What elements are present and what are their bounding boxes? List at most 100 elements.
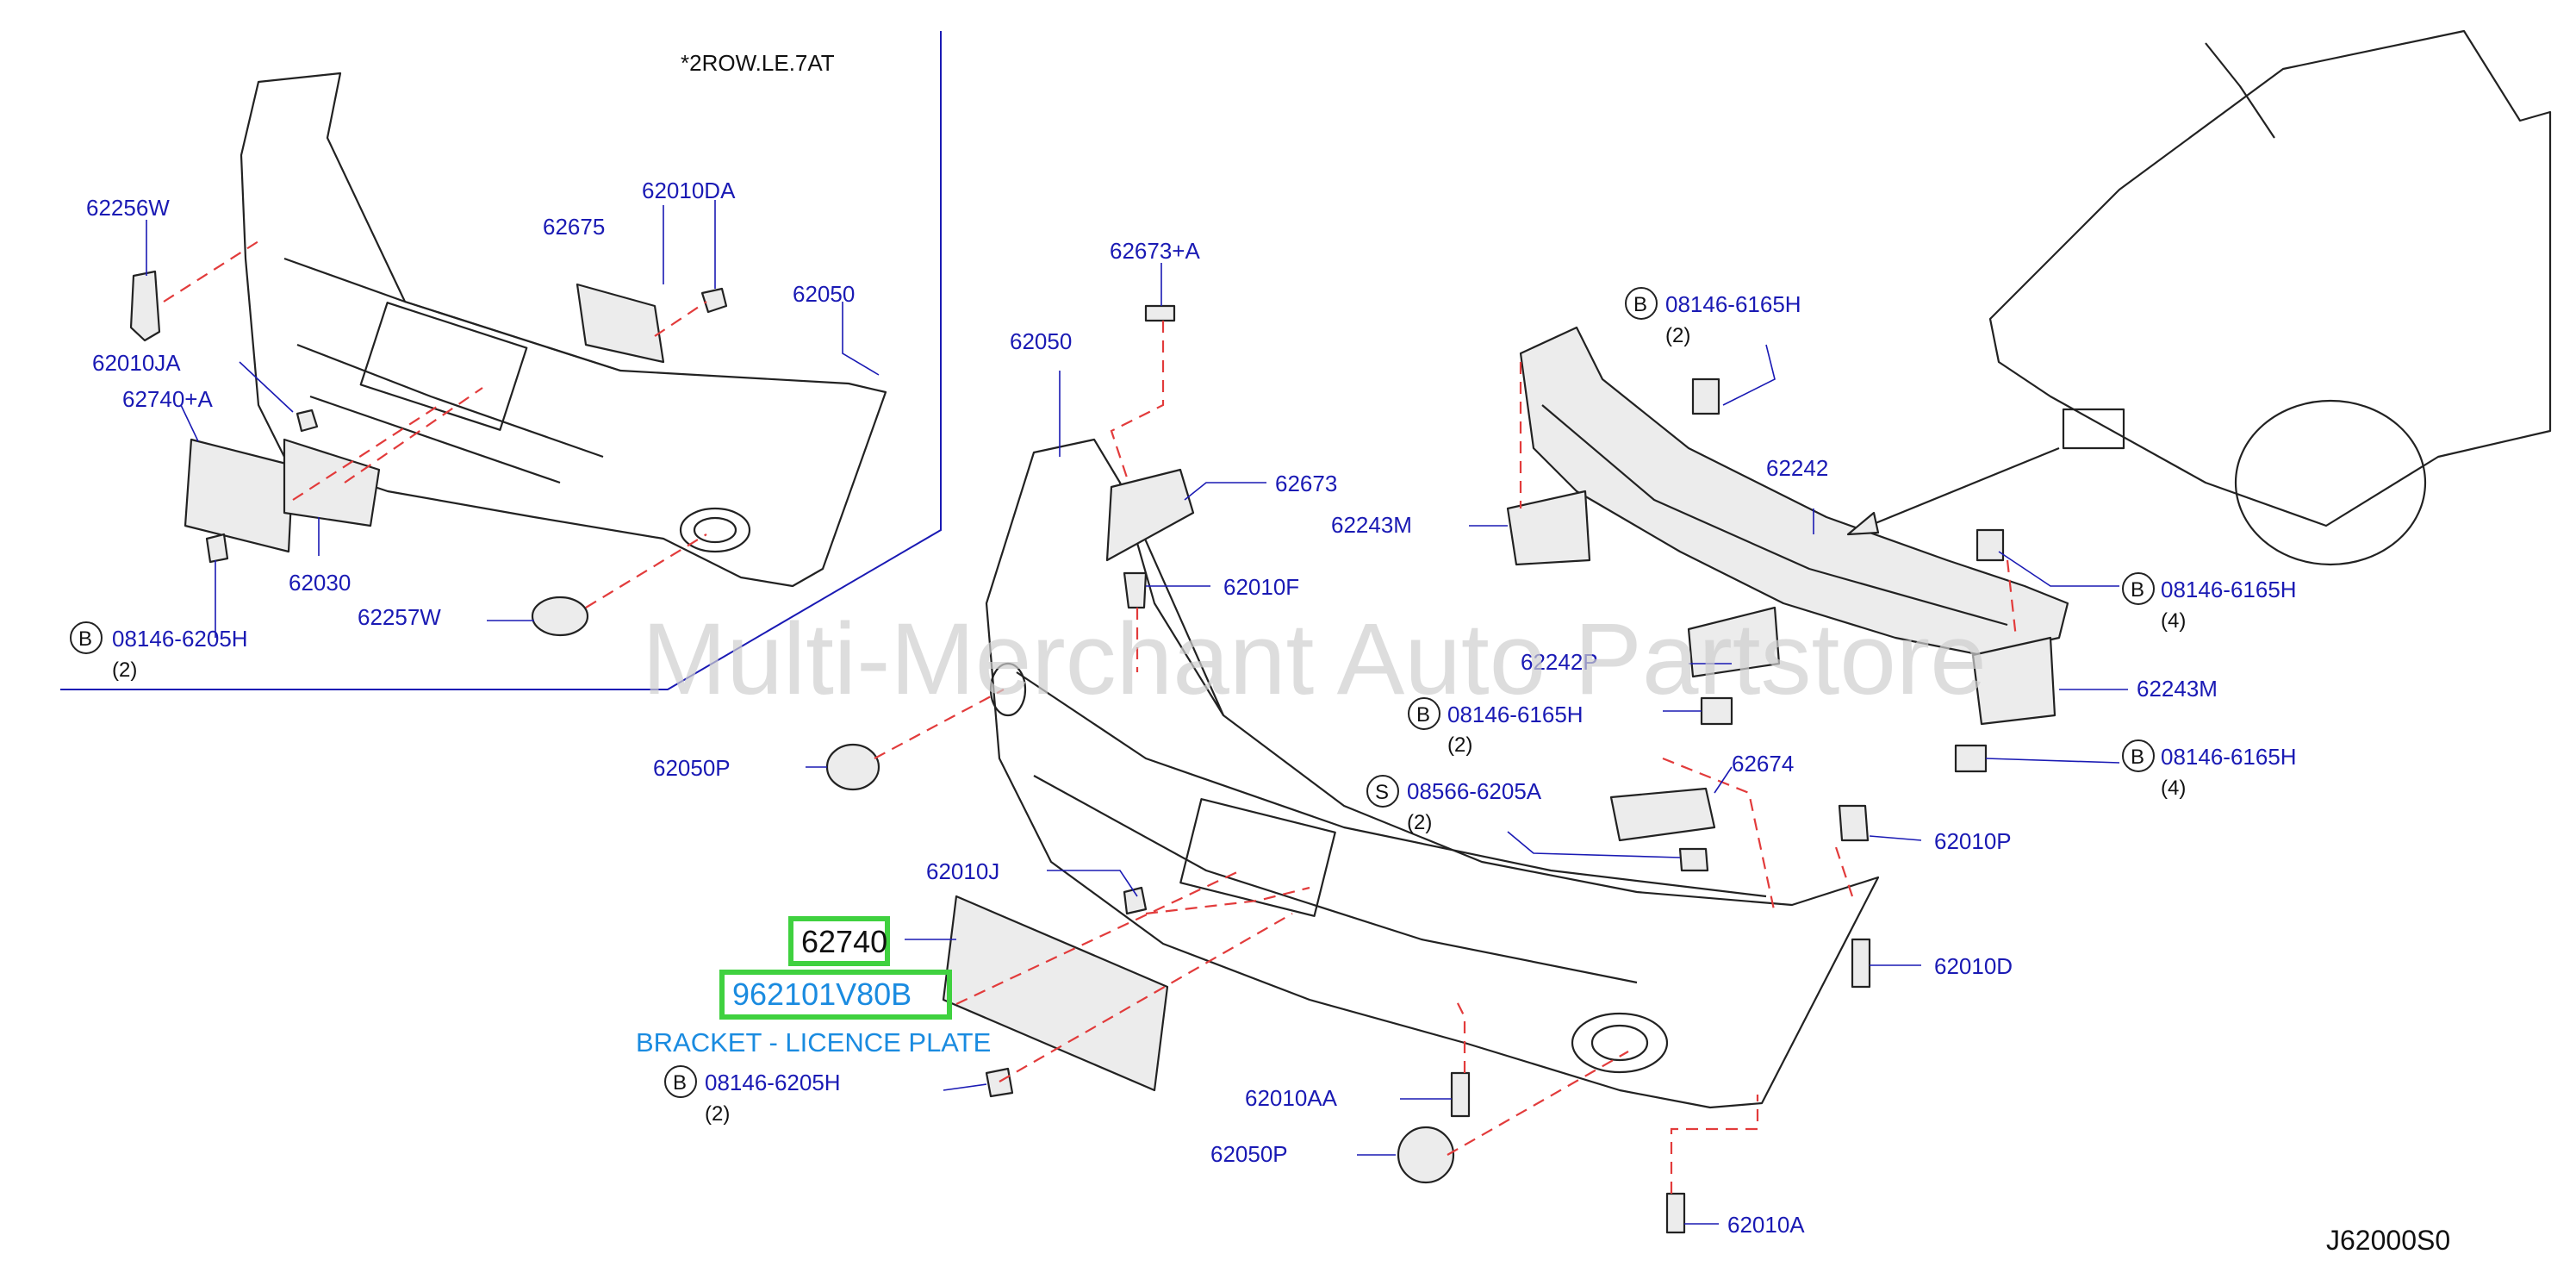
label-62050: 62050	[1010, 328, 1072, 354]
part-62050P-left	[825, 743, 880, 791]
part-62010A	[1665, 1192, 1686, 1234]
marker-b-right-text: B	[2131, 578, 2144, 602]
label-62050P-bottom: 62050P	[1210, 1141, 1288, 1167]
bolt-marker-b-a	[1408, 697, 1440, 730]
vehicle-body	[1988, 29, 2552, 527]
label-08566-6205A: 08566-6205A	[1407, 778, 1542, 804]
screw-marker-s	[1366, 775, 1399, 808]
label-62674: 62674	[1732, 751, 1794, 777]
reinforcement-ridge	[1541, 404, 2008, 627]
front-bumper	[985, 438, 1880, 1109]
marker-s-text: S	[1375, 781, 1389, 804]
diagram-code: J62000S0	[2326, 1225, 2450, 1256]
label-62010DA: 62010DA	[642, 178, 736, 203]
bolt-08566-6205A	[1678, 847, 1709, 872]
part-62050P-bottom	[1397, 1126, 1455, 1184]
marker-b-top-text: B	[1633, 293, 1647, 316]
label-62673A: 62673+A	[1110, 238, 1200, 264]
inset-note: *2ROW.LE.7AT	[681, 50, 835, 76]
label-08146-6165H-a: 08146-6165H	[1447, 702, 1584, 727]
inset-part-62740A	[184, 438, 295, 553]
marker-b-main-text: B	[673, 1071, 687, 1095]
highlight-box-oem	[719, 970, 952, 1020]
inset-leaders	[146, 200, 880, 638]
bolt-marker-b-right	[2122, 572, 2155, 605]
label-62257W: 62257W	[358, 604, 441, 630]
part-62010P	[1838, 804, 1870, 842]
qty-6165H-right: (4)	[2161, 609, 2186, 633]
inset-clip-62010JA	[296, 409, 319, 433]
bolt-marker-b	[70, 621, 103, 654]
label-62256W: 62256W	[86, 195, 170, 221]
vehicle-outline	[1846, 29, 2552, 566]
inset-bolt-62010DA	[700, 287, 728, 314]
label-62010P: 62010P	[1934, 828, 2012, 854]
part-62740-bracket-licence-plate	[942, 895, 1169, 1092]
label-62010J: 62010J	[926, 858, 999, 884]
part-62673A	[1144, 304, 1176, 322]
bolt-08146-6205H	[985, 1067, 1014, 1098]
highlight-oem-number: 962101V80B	[732, 976, 912, 1012]
inset-part-62256W	[129, 270, 161, 342]
part-62010AA	[1450, 1071, 1471, 1118]
highlight-part-number: 62740	[801, 924, 887, 959]
main-fit-lines	[874, 321, 2018, 1194]
marker-b-a-text: B	[1416, 703, 1430, 727]
label-08146-6165H-right: 08146-6165H	[2161, 577, 2297, 602]
main-leaders	[806, 263, 2128, 1225]
bolt-08146-6165H-right	[1976, 528, 2005, 562]
qty-6205H: (2)	[705, 1102, 730, 1126]
bolt-marker-b-main	[664, 1065, 697, 1098]
part-62010D	[1851, 938, 1871, 989]
inset-fog-recess	[679, 507, 751, 553]
label-08146-6165H-top: 08146-6165H	[1665, 291, 1801, 317]
inset-bumper	[240, 72, 887, 588]
inset-bolt-08146-6205H	[205, 533, 229, 564]
label-62010F: 62010F	[1223, 574, 1299, 600]
label-62010AA: 62010AA	[1245, 1085, 1338, 1111]
label-08146-6205H-inset: 08146-6205H	[112, 626, 248, 652]
part-62010F	[1123, 571, 1148, 609]
watermark: Multi-Merchant Auto Partstore	[642, 602, 1987, 716]
bolt-08146-6165H-top	[1691, 377, 1720, 415]
inset-panel: *2ROW.LE.7AT 62256W 62010DA 62675 62050 …	[60, 31, 942, 690]
part-62243M-left	[1506, 490, 1591, 566]
highlight-description: BRACKET - LICENCE PLATE	[636, 1027, 991, 1058]
main-bumper-group	[985, 438, 1880, 1109]
qty-6165H-top: (2)	[1665, 324, 1690, 347]
label-62050P-left: 62050P	[653, 755, 731, 781]
fog-lamp-recess-left	[989, 662, 1027, 717]
inset-part-62030	[283, 438, 381, 527]
bolt-08146-6165H-mid	[1700, 696, 1733, 726]
fog-lamp-recess	[1571, 1012, 1669, 1074]
vehicle-wheel	[2234, 399, 2427, 566]
marker-b-low-text: B	[2131, 746, 2144, 769]
vehicle-plate	[2062, 408, 2125, 450]
vehicle-mirror	[2205, 42, 2275, 139]
view-arrow-shaft	[1847, 446, 2060, 536]
fog-lamp-recess-inner	[1590, 1024, 1649, 1062]
bolt-marker-b-low	[2122, 739, 2155, 772]
qty-inset-6205H: (2)	[112, 658, 137, 682]
label-62010D: 62010D	[1934, 953, 2013, 979]
inset-part-62675	[576, 283, 665, 364]
bolt-marker-b-top	[1625, 287, 1658, 320]
label-62243M-right: 62243M	[2137, 676, 2218, 702]
label-62010JA: 62010JA	[92, 350, 181, 376]
part-62674	[1609, 787, 1716, 842]
reinforcement-group	[1506, 326, 2069, 773]
license-plate-recess	[1179, 798, 1336, 917]
part-62673	[1105, 468, 1195, 562]
qty-6165H-low: (4)	[2161, 777, 2186, 800]
inset-plate-recess	[359, 302, 528, 431]
view-arrow-head	[1846, 511, 1880, 536]
label-62243M-left: 62243M	[1331, 512, 1412, 538]
inset-part-62257W	[531, 596, 589, 637]
inset-bumper-contours	[283, 257, 621, 484]
label-62673: 62673	[1275, 471, 1337, 496]
qty-6205A: (2)	[1407, 811, 1432, 834]
label-62010A: 62010A	[1727, 1212, 1805, 1238]
main-parts	[825, 304, 1871, 1234]
part-62010J	[1123, 886, 1148, 915]
